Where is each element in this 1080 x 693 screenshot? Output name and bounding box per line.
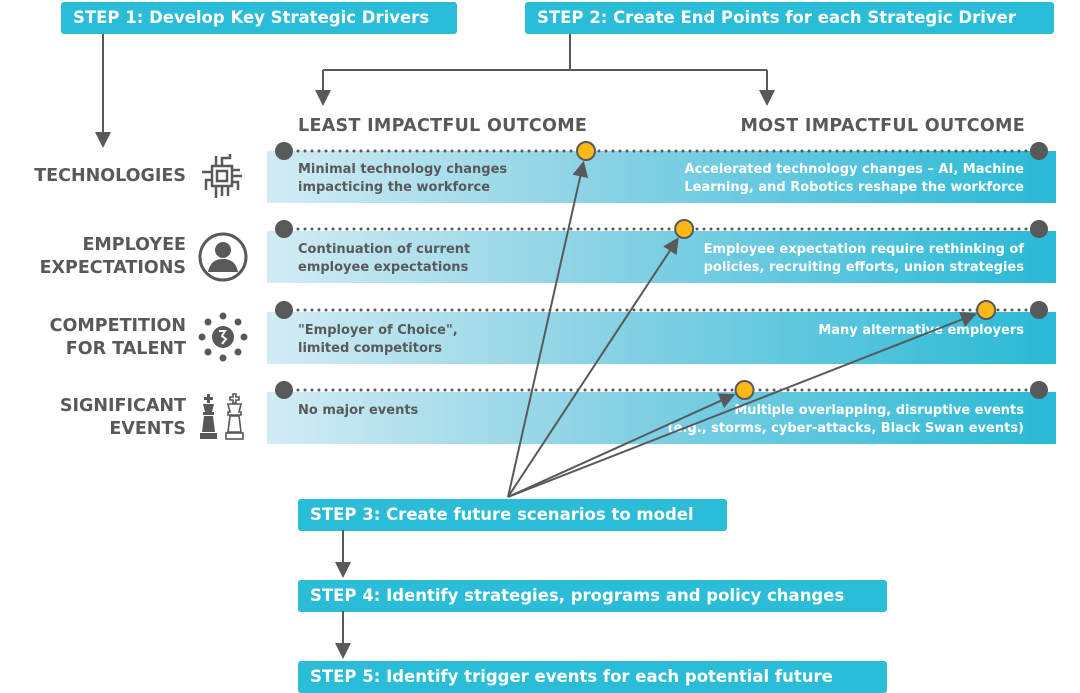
most-outcome-text: Employee expectation require rethinking … bbox=[703, 242, 1024, 275]
most-impactful-header: MOST IMPACTFUL OUTCOME bbox=[740, 116, 1025, 136]
least-outcome-text: "Employer of Choice",limited competitors bbox=[298, 323, 458, 356]
step2-bracket bbox=[322, 34, 768, 104]
least-outcome-text: No major events bbox=[298, 403, 419, 418]
step-1-box: STEP 1: Develop Key Strategic Drivers bbox=[61, 2, 457, 34]
least-impactful-header: LEAST IMPACTFUL OUTCOME bbox=[298, 116, 588, 136]
step-5-box: STEP 5: Identify trigger events for each… bbox=[298, 661, 887, 693]
most-outcome-text: Accelerated technology changes – AI, Mac… bbox=[684, 162, 1024, 195]
circuit-chip-icon bbox=[202, 154, 242, 198]
driver-label-technologies: TECHNOLOGIES bbox=[34, 166, 186, 186]
chess-kings-icon bbox=[200, 393, 244, 440]
step-4-box: STEP 4: Identify strategies, programs an… bbox=[298, 580, 887, 612]
step-2-box: STEP 2: Create End Points for each Strat… bbox=[525, 2, 1054, 34]
driver-band-competition-for-talent: "Employer of Choice",limited competitors… bbox=[267, 312, 1056, 364]
most-outcome-text: Many alternative employers bbox=[818, 323, 1024, 338]
driver-band-significant-events: No major events Multiple overlapping, di… bbox=[267, 392, 1056, 444]
person-avatar-icon bbox=[198, 232, 248, 282]
step-3-box: STEP 3: Create future scenarios to model bbox=[298, 499, 727, 531]
most-outcome-text: Multiple overlapping, disruptive events(… bbox=[667, 403, 1024, 436]
global-talent-network-icon bbox=[198, 312, 248, 362]
